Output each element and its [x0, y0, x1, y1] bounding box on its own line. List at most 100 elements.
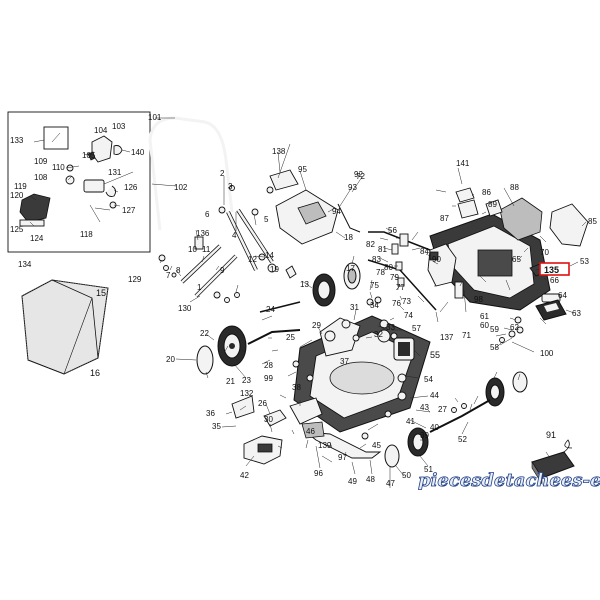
wheel-front-right — [485, 377, 505, 407]
callout-1: 1 — [197, 283, 202, 292]
callout-54: 54 — [424, 375, 433, 384]
height-adjust-rod — [337, 203, 439, 311]
callout-59: 59 — [490, 325, 499, 334]
callout-129: 129 — [128, 275, 142, 284]
part-labels: 101 102 103 104 105 108 109 110 118 119 … — [10, 113, 597, 488]
callout-120: 120 — [10, 191, 24, 200]
wheel-front-right-hub — [512, 371, 528, 393]
callout-89: 89 — [488, 200, 497, 209]
callout-97: 97 — [338, 453, 347, 462]
callout-13: 13 — [300, 280, 309, 289]
mulch-guard — [454, 281, 464, 299]
callout-50: 50 — [402, 471, 411, 480]
wheel-rear-right — [312, 273, 336, 307]
callout-47: 47 — [386, 479, 395, 488]
callout-133: 133 — [10, 136, 24, 145]
callout-130: 130 — [178, 304, 192, 313]
rear-axle — [247, 301, 301, 345]
blade — [304, 431, 382, 459]
callout-78: 78 — [376, 268, 385, 277]
callout-37: 37 — [340, 357, 349, 366]
switch-box-part — [19, 193, 51, 223]
callout-52: 52 — [458, 435, 467, 444]
callout-76: 76 — [392, 299, 401, 308]
callout-39: 39 — [420, 431, 429, 440]
callout-4: 4 — [232, 231, 237, 240]
callout-26: 26 — [258, 399, 267, 408]
handle-fasteners — [158, 185, 297, 303]
callout-38: 38 — [292, 383, 301, 392]
callout-138: 138 — [272, 147, 286, 156]
callout-65: 65 — [512, 255, 521, 264]
callout-27: 27 — [438, 405, 447, 414]
highlight-box — [539, 262, 570, 276]
callout-104: 104 — [94, 126, 108, 135]
hinge-parts — [499, 316, 524, 346]
callout-74: 74 — [404, 311, 413, 320]
callout-44: 44 — [430, 391, 439, 400]
callout-33: 33 — [386, 323, 395, 332]
callout-84: 84 — [420, 247, 429, 256]
callout-60: 60 — [480, 321, 489, 330]
callout-3: 3 — [228, 182, 233, 191]
callout-10: 10 — [188, 245, 197, 254]
wheel-rear-left — [217, 325, 247, 367]
callout-20: 20 — [166, 355, 175, 364]
callout-85: 85 — [588, 217, 597, 226]
callout-131: 131 — [108, 168, 122, 177]
callout-80: 80 — [384, 263, 393, 272]
wheel-hubcap-left — [196, 345, 214, 375]
callout-55: 55 — [430, 350, 440, 360]
callout-2: 2 — [220, 169, 225, 178]
callout-25: 25 — [286, 333, 295, 342]
callout-21: 21 — [226, 377, 235, 386]
inset-subframe-133 — [43, 126, 69, 150]
callout-92: 92 — [354, 170, 363, 179]
callout-40: 40 — [430, 423, 439, 432]
callout-70: 70 — [540, 248, 549, 257]
callout-18: 18 — [344, 233, 353, 242]
callout-100: 100 — [540, 349, 554, 358]
callout-77: 77 — [396, 283, 405, 292]
callout-87: 87 — [440, 214, 449, 223]
callout-109: 109 — [34, 157, 48, 166]
callout-141: 141 — [456, 159, 470, 168]
callout-43: 43 — [420, 403, 429, 412]
deck-screws — [292, 296, 467, 440]
callout-24: 24 — [266, 305, 275, 314]
rear-flap — [269, 169, 339, 245]
callout-79: 79 — [390, 273, 399, 282]
callout-49: 49 — [348, 477, 357, 486]
callout-41: 41 — [406, 417, 415, 426]
front-axle — [429, 399, 491, 433]
watermark-text: piecesdetachees-elec.com — [418, 470, 600, 491]
spring-part — [105, 185, 117, 197]
callout-46: 46 — [306, 427, 315, 436]
callout-11: 11 — [202, 245, 211, 254]
callout-139: 139 — [318, 441, 332, 450]
callout-93: 93 — [348, 183, 357, 192]
callout-95: 95 — [298, 165, 307, 174]
rear-flap-parts — [231, 395, 325, 439]
bracket-part — [83, 179, 105, 193]
callout-102: 102 — [174, 183, 188, 192]
callout-91: 91 — [546, 430, 556, 440]
callout-23: 23 — [242, 376, 251, 385]
callout-51: 51 — [424, 465, 433, 474]
inset-frame — [7, 111, 151, 253]
callout-42: 42 — [240, 471, 249, 480]
callout-5: 5 — [264, 215, 269, 224]
callout-63: 63 — [572, 309, 581, 318]
callout-15: 15 — [96, 288, 106, 298]
callout-140: 140 — [131, 148, 145, 157]
callout-57: 57 — [412, 324, 421, 333]
callout-134: 134 — [18, 260, 32, 269]
wheel-rear-right-outer — [343, 262, 361, 290]
callout-22: 22 — [200, 329, 209, 338]
callout-103: 103 — [112, 122, 126, 131]
clip-part — [113, 145, 123, 155]
callout-137: 137 — [440, 333, 454, 342]
callout-9: 9 — [220, 266, 225, 275]
callout-62: 62 — [510, 323, 519, 332]
